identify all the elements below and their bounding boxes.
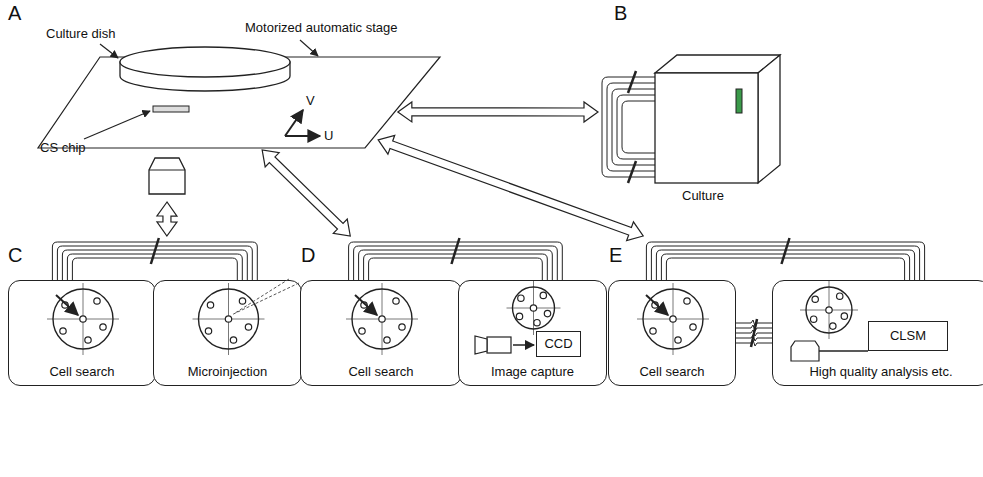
node-label: Culture bbox=[682, 188, 724, 204]
panel-letter: E bbox=[609, 244, 622, 266]
panel-letter: A bbox=[8, 2, 21, 25]
microinjection-box: Microinjection bbox=[153, 280, 302, 386]
transfer-arrow bbox=[398, 102, 598, 122]
node-label: Cell search bbox=[609, 364, 735, 380]
cable-break-mark bbox=[751, 319, 757, 347]
axis-label: U bbox=[324, 128, 333, 144]
node-label: CCD bbox=[544, 336, 572, 352]
part-label: Culture dish bbox=[46, 26, 115, 42]
leader-line bbox=[300, 40, 318, 56]
node-label: Cell search bbox=[9, 364, 155, 380]
illustration bbox=[598, 45, 788, 210]
leader-line bbox=[100, 44, 118, 58]
analysis-box: High quality analysis etc. CLSM bbox=[772, 280, 983, 386]
cell-search-box: Cell search bbox=[8, 280, 156, 386]
station-panel: ECell searchHigh quality analysis etc.CL… bbox=[606, 236, 978, 388]
culture-incubator: Culture bbox=[598, 45, 788, 210]
node-label: CLSM bbox=[890, 328, 926, 344]
transfer-arrow bbox=[157, 202, 177, 236]
device-box: CLSM bbox=[868, 321, 948, 351]
panel-letter: B bbox=[614, 2, 627, 25]
image-capture-box: Image capture CCD bbox=[458, 280, 607, 386]
node-label: Motorized automatic stage bbox=[245, 20, 397, 36]
station-panel: DCell searchImage captureCCD bbox=[298, 236, 595, 388]
axis-label: V bbox=[306, 93, 315, 109]
node-label: Image capture bbox=[459, 364, 606, 380]
part-label: CS chip bbox=[40, 140, 86, 156]
cable-strand bbox=[736, 340, 772, 346]
station-panel: CCell searchMicroinjection bbox=[5, 236, 290, 388]
device-box: CCD bbox=[536, 331, 581, 357]
panel-letter: D bbox=[301, 244, 315, 266]
cell-search-box: Cell search bbox=[300, 280, 462, 386]
illustration bbox=[35, 20, 445, 202]
axis-arrow bbox=[285, 110, 303, 136]
axis-arrow bbox=[285, 135, 320, 137]
leader-line bbox=[84, 111, 150, 139]
stage-assembly: Motorized automatic stage bbox=[35, 20, 445, 202]
cable-strand bbox=[736, 320, 772, 326]
cell-search-box: Cell search bbox=[608, 280, 736, 386]
node-label: Microinjection bbox=[154, 364, 301, 380]
panel-letter: C bbox=[8, 244, 22, 266]
transfer-arrow bbox=[262, 150, 350, 236]
node-label: Cell search bbox=[301, 364, 461, 380]
node-label: High quality analysis etc. bbox=[773, 364, 983, 380]
transfer-arrow bbox=[378, 135, 643, 240]
